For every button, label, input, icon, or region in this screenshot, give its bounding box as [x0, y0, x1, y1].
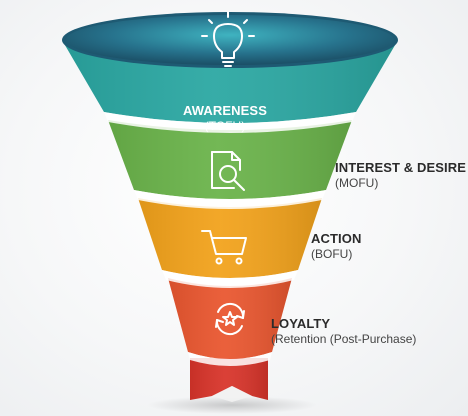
stage-title: ACTION: [311, 231, 362, 246]
document-search-icon: [211, 151, 245, 191]
stage-label-interest: INTEREST & DESIRE (MOFU): [335, 160, 466, 191]
stage-subtitle: (MOFU): [335, 176, 379, 191]
funnel-tip: [190, 358, 268, 402]
stage-title: INTEREST & DESIRE: [335, 160, 466, 175]
refresh-star-icon: [215, 302, 245, 336]
funnel-stage-action: [138, 198, 322, 288]
floor-shadow: [147, 396, 317, 414]
funnel-stage-loyalty: [168, 278, 292, 366]
stage-title: LOYALTY: [271, 316, 331, 331]
stage-label-awareness: AWARENESS (TOFU): [145, 103, 305, 134]
stage-label-loyalty: LOYALTY (Retention (Post-Purchase): [271, 316, 416, 347]
stage-subtitle: (BOFU): [311, 247, 353, 262]
funnel-rim: [62, 12, 398, 68]
stage-subtitle: (Retention (Post-Purchase): [271, 332, 417, 347]
stage-title: AWARENESS: [183, 103, 267, 118]
shopping-cart-icon: [201, 230, 247, 265]
funnel-stage-interest: [108, 120, 352, 209]
lightbulb-icon: [201, 11, 255, 67]
stage-subtitle: (TOFU): [204, 119, 246, 134]
stage-label-action: ACTION (BOFU): [311, 231, 361, 262]
